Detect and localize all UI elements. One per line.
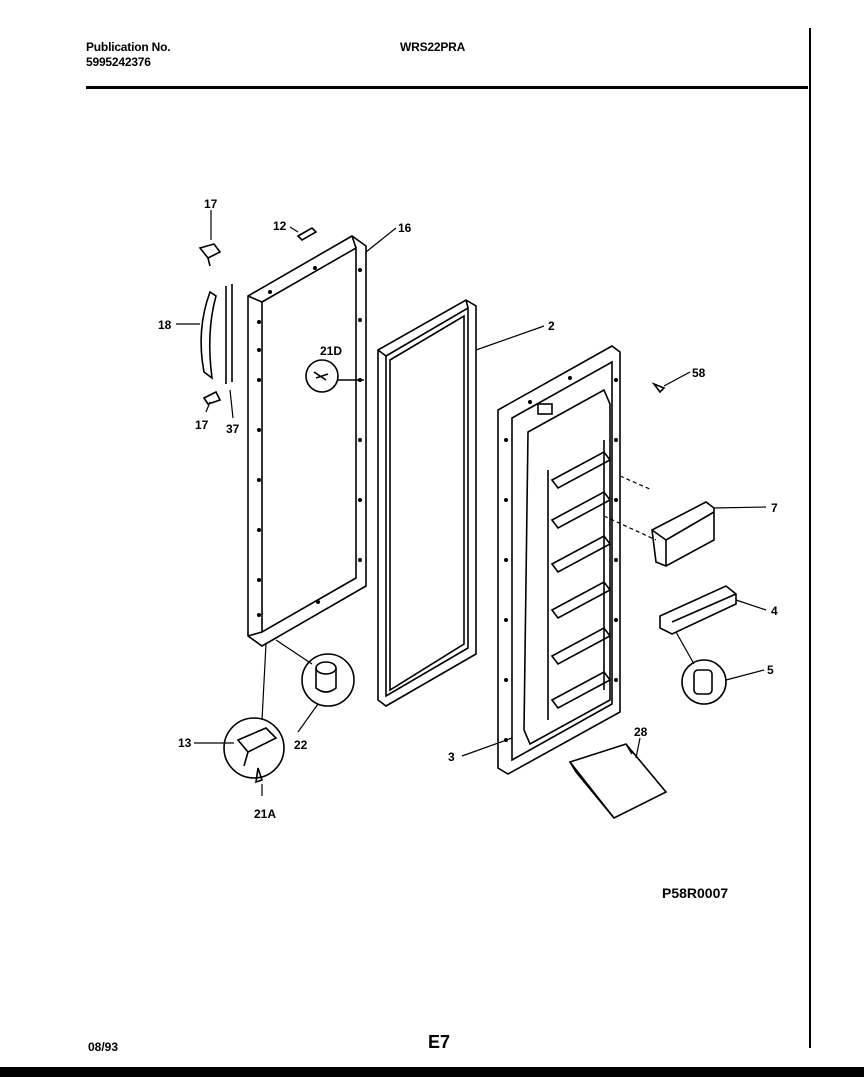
detail-circle-clip-5 — [681, 659, 727, 705]
model-number: WRS22PRA — [400, 40, 466, 54]
detail-circle-hinge-13 — [223, 717, 285, 784]
callout-labels: 17 12 16 18 21D 2 58 17 37 7 4 5 13 22 2… — [158, 197, 778, 901]
drawing-code: P58R0007 — [662, 885, 728, 901]
callout-17-bottom: 17 — [195, 418, 209, 432]
bin-cover — [651, 501, 715, 567]
callout-12: 12 — [273, 219, 287, 233]
callout-21d: 21D — [320, 344, 342, 358]
callout-7: 7 — [771, 501, 778, 515]
callout-16: 16 — [398, 221, 412, 235]
page-number: E7 — [428, 1032, 451, 1052]
callout-18: 18 — [158, 318, 172, 332]
callout-21a: 21A — [254, 807, 276, 821]
hinge-pin-top — [198, 243, 222, 267]
screw-58 — [651, 382, 666, 394]
callout-17-top: 17 — [204, 197, 218, 211]
part-12 — [296, 227, 318, 241]
leader-lines — [176, 210, 767, 796]
callout-13: 13 — [178, 736, 192, 750]
frame-right-border — [809, 28, 811, 1048]
callout-5: 5 — [767, 663, 774, 677]
shelf-rail — [659, 585, 737, 635]
hinge-pin-bottom — [202, 390, 222, 405]
detail-circle-screw-21d — [305, 359, 364, 393]
callout-58: 58 — [692, 366, 706, 380]
detail-circle-roller-22 — [301, 653, 355, 707]
callout-28: 28 — [634, 725, 648, 739]
outer-door-panel — [247, 235, 367, 647]
footer-date: 08/93 — [88, 1040, 119, 1054]
door-gasket — [377, 299, 477, 707]
inner-door-liner — [497, 345, 621, 775]
callout-3: 3 — [448, 750, 455, 764]
door-handle — [200, 284, 233, 384]
callout-37: 37 — [226, 422, 240, 436]
header-rule — [86, 86, 808, 89]
publication-number: 5995242376 — [86, 55, 151, 69]
callout-22: 22 — [294, 738, 308, 752]
publication-label: Publication No. — [86, 40, 171, 54]
callout-2: 2 — [548, 319, 555, 333]
butter-tray — [568, 743, 668, 820]
frame-bottom-border — [0, 1067, 864, 1077]
callout-4: 4 — [771, 604, 778, 618]
